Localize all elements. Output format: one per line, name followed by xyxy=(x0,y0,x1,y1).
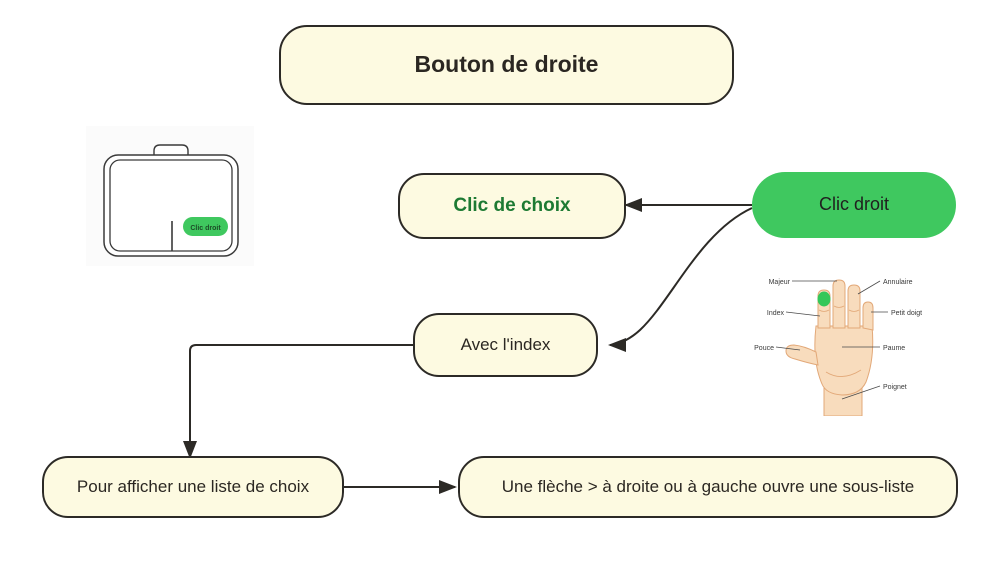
node-avec-l-index-label: Avec l'index xyxy=(460,334,551,354)
trackpad-surface xyxy=(109,159,233,252)
hand-ring-finger xyxy=(847,284,861,329)
node-une-fleche-sous-liste[interactable]: Une flèche > à droite ou à gauche ouvre … xyxy=(458,456,958,518)
hand-label-majeur: Majeur xyxy=(769,279,791,286)
hand-label-pouce: Pouce xyxy=(754,345,774,352)
trackpad-top-nub xyxy=(153,144,189,158)
node-clic-droit-label: Clic droit xyxy=(818,194,889,215)
hand-label-annulaire: Annulaire xyxy=(883,279,913,286)
hand-leader-index xyxy=(785,311,821,317)
node-clic-droit[interactable]: Clic droit xyxy=(752,172,956,238)
node-clic-de-choix-label: Clic de choix xyxy=(453,194,571,216)
hand-label-petit-doigt: Petit doigt xyxy=(891,310,922,317)
hand-leader-annulaire xyxy=(857,280,881,295)
hand-label-paume: Paume xyxy=(883,345,905,352)
hand-little-finger xyxy=(862,301,874,331)
hand-crease-ring xyxy=(848,309,860,312)
node-pour-afficher-une-liste-de-choix[interactable]: Pour afficher une liste de choix xyxy=(42,456,344,518)
hand-crease-palm xyxy=(825,369,862,377)
edge-clicdroit-to-avecindex xyxy=(608,207,753,352)
node-sousliste-label: Une flèche > à droite ou à gauche ouvre … xyxy=(501,476,915,496)
trackpad-right-click-badge xyxy=(183,217,228,236)
hand-label-poignet: Poignet xyxy=(883,384,907,391)
node-title-bouton-de-droite[interactable]: Bouton de droite xyxy=(279,25,734,105)
hand-thumb xyxy=(785,344,819,366)
hand-palm xyxy=(814,325,874,396)
edge-avecindex-to-liste xyxy=(183,344,413,459)
hand-index-marker-dot xyxy=(817,291,831,307)
hand-leader-poignet xyxy=(841,385,881,400)
node-avec-l-index[interactable]: Avec l'index xyxy=(413,313,598,377)
hand-leader-pouce xyxy=(775,346,801,351)
hand-middle-finger xyxy=(832,279,846,329)
node-title-label: Bouton de droite xyxy=(414,51,599,78)
node-liste-label: Pour afficher une liste de choix xyxy=(76,476,310,496)
hand-crease-middle xyxy=(833,305,845,308)
node-clic-de-choix[interactable]: Clic de choix xyxy=(398,173,626,239)
hand-label-index: Index xyxy=(767,310,785,317)
hand-anatomy-illustration: Majeur Annulaire Index Petit doigt Pouce… xyxy=(742,266,970,417)
hand-crease-index xyxy=(818,309,830,312)
trackpad-illustration: Clic droit xyxy=(86,126,254,266)
trackpad-right-click-badge-label: Clic droit xyxy=(190,225,221,232)
